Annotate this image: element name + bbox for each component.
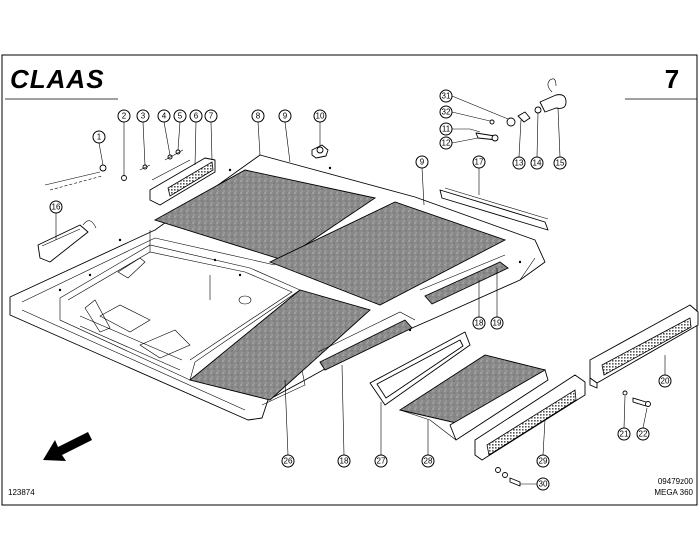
- cover-16: [37, 220, 97, 263]
- callout-label: 21: [620, 430, 629, 439]
- callout-label: 19: [493, 319, 502, 328]
- callout-label: 28: [424, 457, 433, 466]
- profile-strip-18-19: [424, 261, 509, 305]
- callout-label: 14: [533, 159, 542, 168]
- callout-label: 13: [515, 159, 524, 168]
- drawing-code: 09479z00: [658, 477, 694, 486]
- callout-label: 16: [52, 203, 61, 212]
- insulation-mat-side: [189, 289, 371, 401]
- callout-label: 7: [209, 112, 214, 121]
- page-number: 7: [665, 64, 679, 94]
- callout-label: 12: [442, 139, 451, 148]
- callout-label: 4: [162, 112, 167, 121]
- hardware-11-15: [469, 78, 567, 142]
- callout-label: 26: [284, 457, 293, 466]
- hardware-1-5: [44, 149, 184, 191]
- grille-29: [474, 374, 586, 461]
- callout-label: 3: [141, 112, 146, 121]
- callout-label: 18: [340, 457, 349, 466]
- page-border: [1, 54, 698, 506]
- model-name: MEGA 360: [654, 488, 693, 497]
- grille-20: [589, 304, 699, 389]
- callout-label: 30: [539, 480, 548, 489]
- filter-housing-28: [398, 354, 549, 441]
- insulation-mat-front: [153, 169, 377, 261]
- callout-label: 31: [442, 92, 451, 101]
- callout-label: 9: [420, 158, 425, 167]
- callout-label: 5: [178, 112, 183, 121]
- knob-10: [311, 144, 329, 159]
- callout-label: 1: [97, 133, 102, 142]
- callout-label: 32: [442, 108, 451, 117]
- screw-30: [495, 467, 521, 487]
- seal-strip-17: [439, 187, 549, 231]
- callout-label: 22: [639, 430, 648, 439]
- callout-label: 27: [377, 457, 386, 466]
- screw-21-22: [622, 390, 651, 407]
- callouts: 1 2 3 4 5 6 7 8 9 10: [49, 89, 672, 491]
- gasket-frame-27: [369, 331, 471, 406]
- lamp-6-7: [149, 157, 216, 206]
- callout-label: 2: [122, 112, 127, 121]
- callout-label: 29: [539, 457, 548, 466]
- callout-label: 17: [475, 158, 484, 167]
- direction-arrow: [43, 432, 92, 461]
- brand-logo: CLAAS: [10, 64, 105, 94]
- callout-label: 9: [283, 112, 288, 121]
- callout-label: 8: [256, 112, 261, 121]
- callout-label: 11: [442, 125, 451, 134]
- callout-label: 20: [661, 377, 670, 386]
- part-code: 123874: [8, 488, 35, 497]
- insulation-mat-rear: [268, 201, 507, 306]
- callout-label: 6: [194, 112, 199, 121]
- callout-label: 10: [316, 112, 325, 121]
- profile-strip-18: [319, 319, 413, 371]
- callout-label: 15: [556, 159, 565, 168]
- callout-label: 18: [475, 319, 484, 328]
